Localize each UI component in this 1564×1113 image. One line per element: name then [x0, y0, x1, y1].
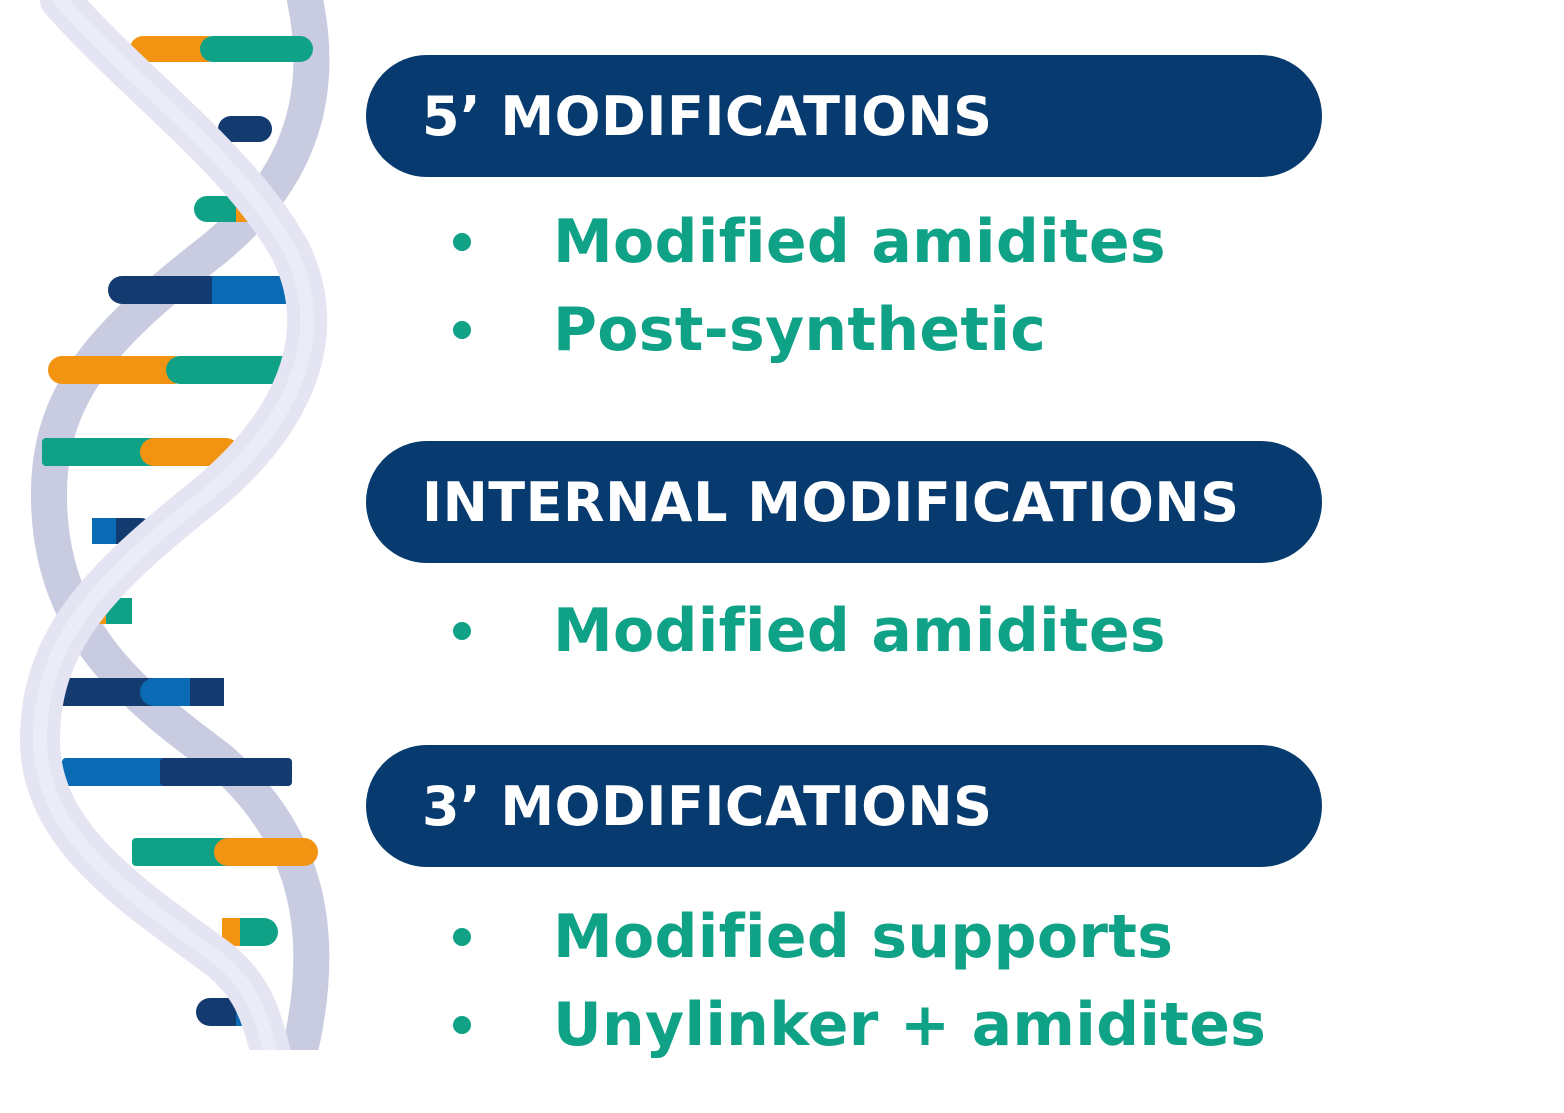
- section-header-3-prime: 3’ MODIFICATIONS: [366, 745, 1322, 867]
- list-item-text: Post-synthetic: [553, 295, 1047, 365]
- list-item: Modified supports: [445, 893, 1266, 981]
- bullet-list-5-prime: Modified amidites Post-synthetic: [445, 198, 1166, 374]
- base-pair-2: [218, 116, 272, 142]
- list-item-text: Unylinker + amidites: [553, 990, 1267, 1060]
- base-pair-9: [36, 678, 224, 706]
- section-title: INTERNAL MODIFICATIONS: [422, 470, 1240, 534]
- base-pair-5: [48, 356, 300, 384]
- bullet-dot-icon: [453, 928, 471, 946]
- base-pair-11: [132, 838, 318, 866]
- section-header-internal: INTERNAL MODIFICATIONS: [366, 441, 1322, 563]
- base-pair-6: [42, 438, 240, 466]
- section-header-5-prime: 5’ MODIFICATIONS: [366, 55, 1322, 177]
- bullet-dot-icon: [453, 1016, 471, 1034]
- bullet-dot-icon: [453, 233, 471, 251]
- base-pair-10: [62, 758, 292, 786]
- base-pair-4: [108, 276, 306, 304]
- list-item-text: Modified amidites: [553, 207, 1166, 277]
- list-item-text: Modified amidites: [553, 596, 1166, 666]
- list-item: Modified amidites: [445, 587, 1166, 675]
- bullet-dot-icon: [453, 622, 471, 640]
- list-item: Post-synthetic: [445, 286, 1166, 374]
- base-pair-1: [130, 36, 313, 62]
- list-item-text: Modified supports: [553, 902, 1174, 972]
- list-item: Modified amidites: [445, 198, 1166, 286]
- base-pair-12: [222, 918, 278, 946]
- dna-helix-icon: [0, 0, 340, 1060]
- list-item: Unylinker + amidites: [445, 981, 1266, 1069]
- bullet-list-internal: Modified amidites: [445, 587, 1166, 675]
- bullet-list-3-prime: Modified supports Unylinker + amidites: [445, 893, 1266, 1069]
- section-title: 5’ MODIFICATIONS: [422, 84, 993, 148]
- section-title: 3’ MODIFICATIONS: [422, 774, 993, 838]
- bullet-dot-icon: [453, 321, 471, 339]
